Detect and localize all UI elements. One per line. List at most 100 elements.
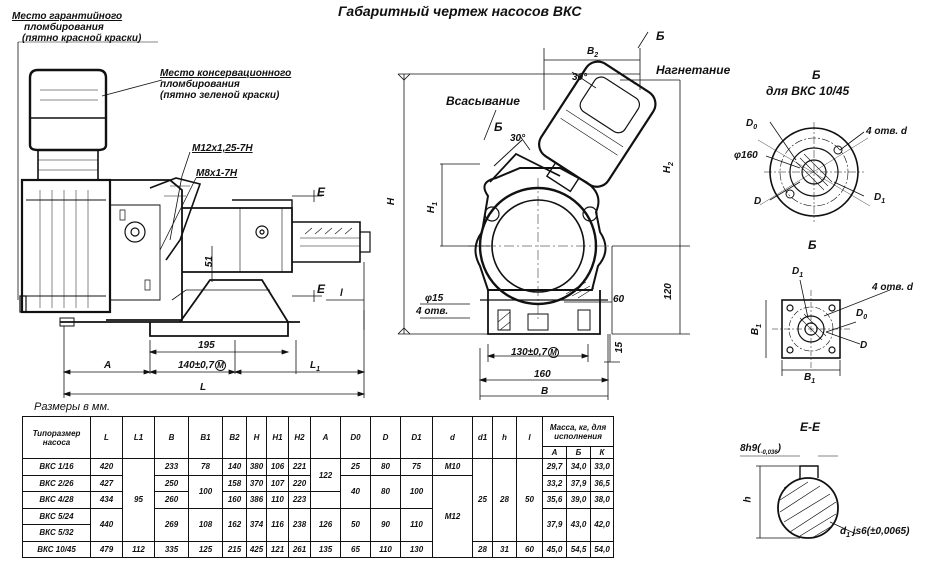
view-b-round-subtitle: для ВКС 10/45 (766, 84, 850, 98)
header-b2: B2 (222, 416, 247, 459)
view-b-arrow-left: Б (494, 120, 503, 134)
section-e-top: E (317, 185, 326, 199)
dim-120: 120 (662, 283, 674, 300)
preservation-seal-line-2: пломбирования (160, 79, 240, 90)
cell: 31 (492, 540, 517, 558)
dim-holes-4: 4 отв. (416, 306, 449, 317)
cell: 80 (370, 474, 401, 509)
cell: 45,0 (542, 540, 567, 558)
section-ee-h: h (742, 496, 754, 503)
header-small-h: h (492, 416, 517, 459)
section-ee-key-close: ) (777, 443, 781, 454)
dim-h1-main: H (426, 205, 438, 214)
table-row: ВКС 5/24 440 269 108 162 374 116 238 126… (22, 507, 615, 542)
header-d: D (370, 416, 401, 459)
cell: 160 (222, 491, 247, 509)
cell: 335 (154, 540, 189, 558)
cell: 39,0 (566, 491, 591, 509)
table-row: ВКС 1/16 420 95 233 78 140 380 106 221 1… (22, 458, 615, 542)
cell: 28 (492, 458, 517, 542)
section-ee-shaft: d1 js6(±0,0065) (840, 526, 909, 541)
warranty-seal-line-3: (пятно красной краски) (22, 33, 142, 44)
cell: 29,7 (542, 458, 567, 476)
dim-b2-main: B (587, 46, 595, 57)
suction-label: Всасывание (446, 94, 520, 108)
view-b-square-b1-vert: B1 (750, 324, 765, 335)
header-mass-b: Б (566, 446, 591, 459)
header-h1: H1 (266, 416, 289, 459)
section-ee-title: Е-Е (800, 420, 821, 434)
section-ee-key-tol: -0,036 (760, 450, 778, 456)
dim-h: H (386, 197, 398, 206)
header-l: L (90, 416, 123, 459)
section-ee-key-main: 8h9( (740, 443, 761, 454)
cell: ВКС 2/26 (22, 474, 91, 492)
view-b-round-title: Б (812, 68, 821, 82)
cell: 233 (154, 458, 189, 476)
view-b-round-d0-main: D (746, 118, 754, 129)
cell (310, 491, 341, 509)
cell: 112 (122, 540, 155, 558)
header-l1: L1 (122, 416, 155, 459)
cell: 110 (400, 507, 433, 542)
cell: ВКС 5/32 (22, 524, 91, 542)
dim-small-l: l (340, 288, 343, 299)
cell: 106 (266, 458, 289, 476)
table-caption: Размеры в мм. (34, 401, 111, 413)
cell: ВКС 1/16 (22, 458, 91, 476)
cell: 479 (90, 540, 123, 558)
cell: 60 (516, 540, 543, 558)
dim-60: 60 (613, 294, 625, 305)
dim-phi15: φ15 (425, 293, 444, 304)
dim-130-mark: М (548, 347, 559, 358)
cell: 425 (246, 540, 267, 558)
cell: 80 (370, 458, 401, 476)
cell: 250 (154, 474, 189, 492)
cell: 33,0 (589, 458, 615, 476)
cell: 65 (340, 540, 371, 558)
header-b1: B1 (188, 416, 223, 459)
table-row: ВКС 10/45 479 112 335 125 215 425 121 26… (22, 540, 615, 558)
cell: 269 (154, 507, 189, 542)
cell: 125 (188, 540, 223, 558)
cell: 100 (188, 474, 223, 509)
dimensions-table: Типоразмер насоса L L1 B B1 B2 H H1 H2 A… (22, 416, 615, 558)
cell: 43,0 (566, 507, 591, 542)
cell: 374 (246, 507, 267, 542)
dim-130-value: 130±0,7 (511, 347, 548, 358)
cell: 90 (370, 507, 401, 542)
view-b-round-d: D (754, 196, 762, 207)
thread-m12-label: M12x1,25-7H (192, 143, 253, 154)
cell: 220 (288, 474, 311, 492)
cell: 110 (370, 540, 401, 558)
cell: 107 (266, 474, 289, 492)
front-view-dimensions (397, 31, 690, 400)
cell: 35,6 (542, 491, 567, 509)
header-h2: H2 (288, 416, 311, 459)
section-e-bottom: E (317, 282, 326, 296)
cell: M10 (432, 458, 473, 476)
dim-a: A (104, 360, 112, 371)
cell: 135 (310, 540, 341, 558)
cell: 25 (472, 458, 493, 542)
angle-30-top: 30° (572, 72, 588, 83)
warranty-seal-line-1: Место гарантийного (12, 11, 123, 22)
cell: 427 (90, 474, 123, 492)
cell: 37,9 (542, 507, 567, 542)
header-type: Типоразмер насоса (22, 416, 91, 459)
cell: 221 (288, 458, 311, 476)
section-ee-shaft-tol: js6(±0,0065) (850, 526, 910, 537)
dim-195: 195 (198, 340, 215, 351)
view-b-square-title: Б (808, 238, 817, 252)
preservation-seal-line-3: (пятно зеленой краски) (160, 90, 280, 101)
cell: M12 (432, 474, 473, 558)
cell: 110 (266, 491, 289, 509)
cell: 33,2 (542, 474, 567, 492)
dim-h1: H1 (426, 202, 441, 213)
cell: 223 (288, 491, 311, 509)
dim-140-value: 140±0,7 (178, 360, 215, 371)
cell: 162 (222, 507, 247, 542)
